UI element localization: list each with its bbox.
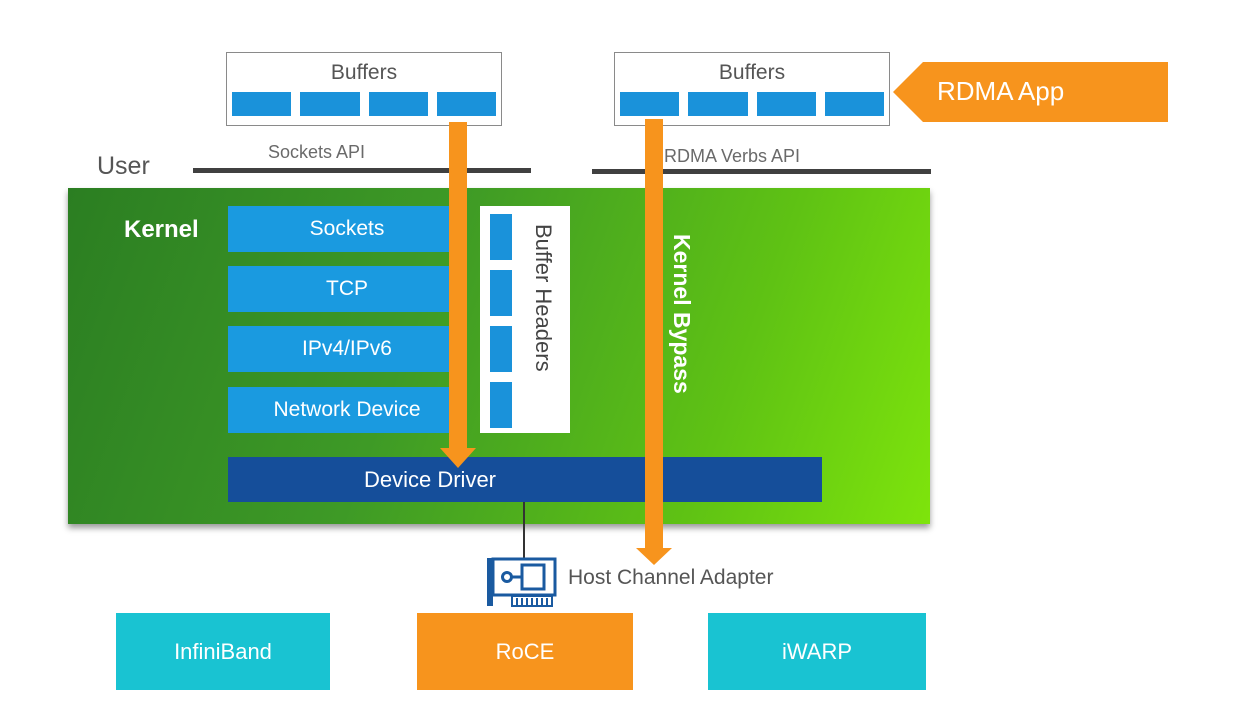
rdma-app-label: RDMA App	[937, 76, 1065, 106]
sockets-api-line	[193, 168, 531, 173]
tcp-layer: TCP	[228, 266, 466, 312]
buffer-headers-panel: Buffer Headers	[480, 206, 570, 433]
tag-shape	[893, 62, 1168, 122]
user-space-label: User	[97, 152, 150, 180]
header-cell	[490, 270, 512, 316]
sockets-api-label: Sockets API	[268, 142, 366, 162]
buffer-cells	[620, 92, 884, 116]
header-cell	[490, 326, 512, 372]
buffer-cell	[688, 92, 748, 116]
ip-layer: IPv4/IPv6	[228, 326, 466, 372]
network-card-icon	[487, 557, 557, 607]
header-cell	[490, 382, 512, 428]
buffer-cell	[824, 92, 884, 116]
bypass-arrowhead	[636, 548, 672, 565]
header-cell	[490, 214, 512, 260]
buffers-title: Buffers	[718, 61, 786, 84]
network-device-layer: Network Device	[228, 387, 466, 433]
device-driver-bar: Device Driver	[228, 457, 822, 502]
rdma-app-tag: RDMA App	[893, 62, 1168, 122]
kernel-bypass-label: Kernel Bypass	[669, 234, 695, 394]
buffer-cell	[620, 92, 680, 116]
tag-shape	[893, 62, 1168, 122]
rdma-verbs-api-line	[592, 169, 931, 174]
kernel-label: Kernel	[124, 216, 199, 243]
buffer-cell	[756, 92, 816, 116]
buffer-cell	[436, 92, 496, 116]
rdma-verbs-api-label: RDMA Verbs API	[664, 146, 801, 166]
arrowhead-shape	[636, 548, 672, 565]
iwarp-box: iWARP	[708, 613, 926, 690]
buffer-cell	[232, 92, 292, 116]
sockets-arrowhead	[440, 448, 476, 468]
sockets-path-arrow	[449, 122, 467, 452]
device-driver-label: Device Driver	[363, 466, 497, 492]
sockets-layer: Sockets	[228, 206, 466, 252]
buffers-title: Buffers	[330, 61, 398, 84]
sockets-app-buffers: Buffers	[226, 52, 502, 126]
infiniband-box: InfiniBand	[116, 613, 330, 690]
buffer-cell	[300, 92, 360, 116]
buffer-cell	[368, 92, 428, 116]
buffer-cells	[232, 92, 496, 116]
kernel-bypass-arrow	[645, 119, 663, 551]
arrowhead-shape	[440, 448, 476, 468]
buffer-headers-label: Buffer Headers	[531, 224, 556, 372]
rdma-app-buffers: Buffers	[614, 52, 890, 126]
driver-hca-connector	[523, 502, 525, 558]
hca-label: Host Channel Adapter	[568, 566, 774, 589]
roce-box: RoCE	[417, 613, 633, 690]
